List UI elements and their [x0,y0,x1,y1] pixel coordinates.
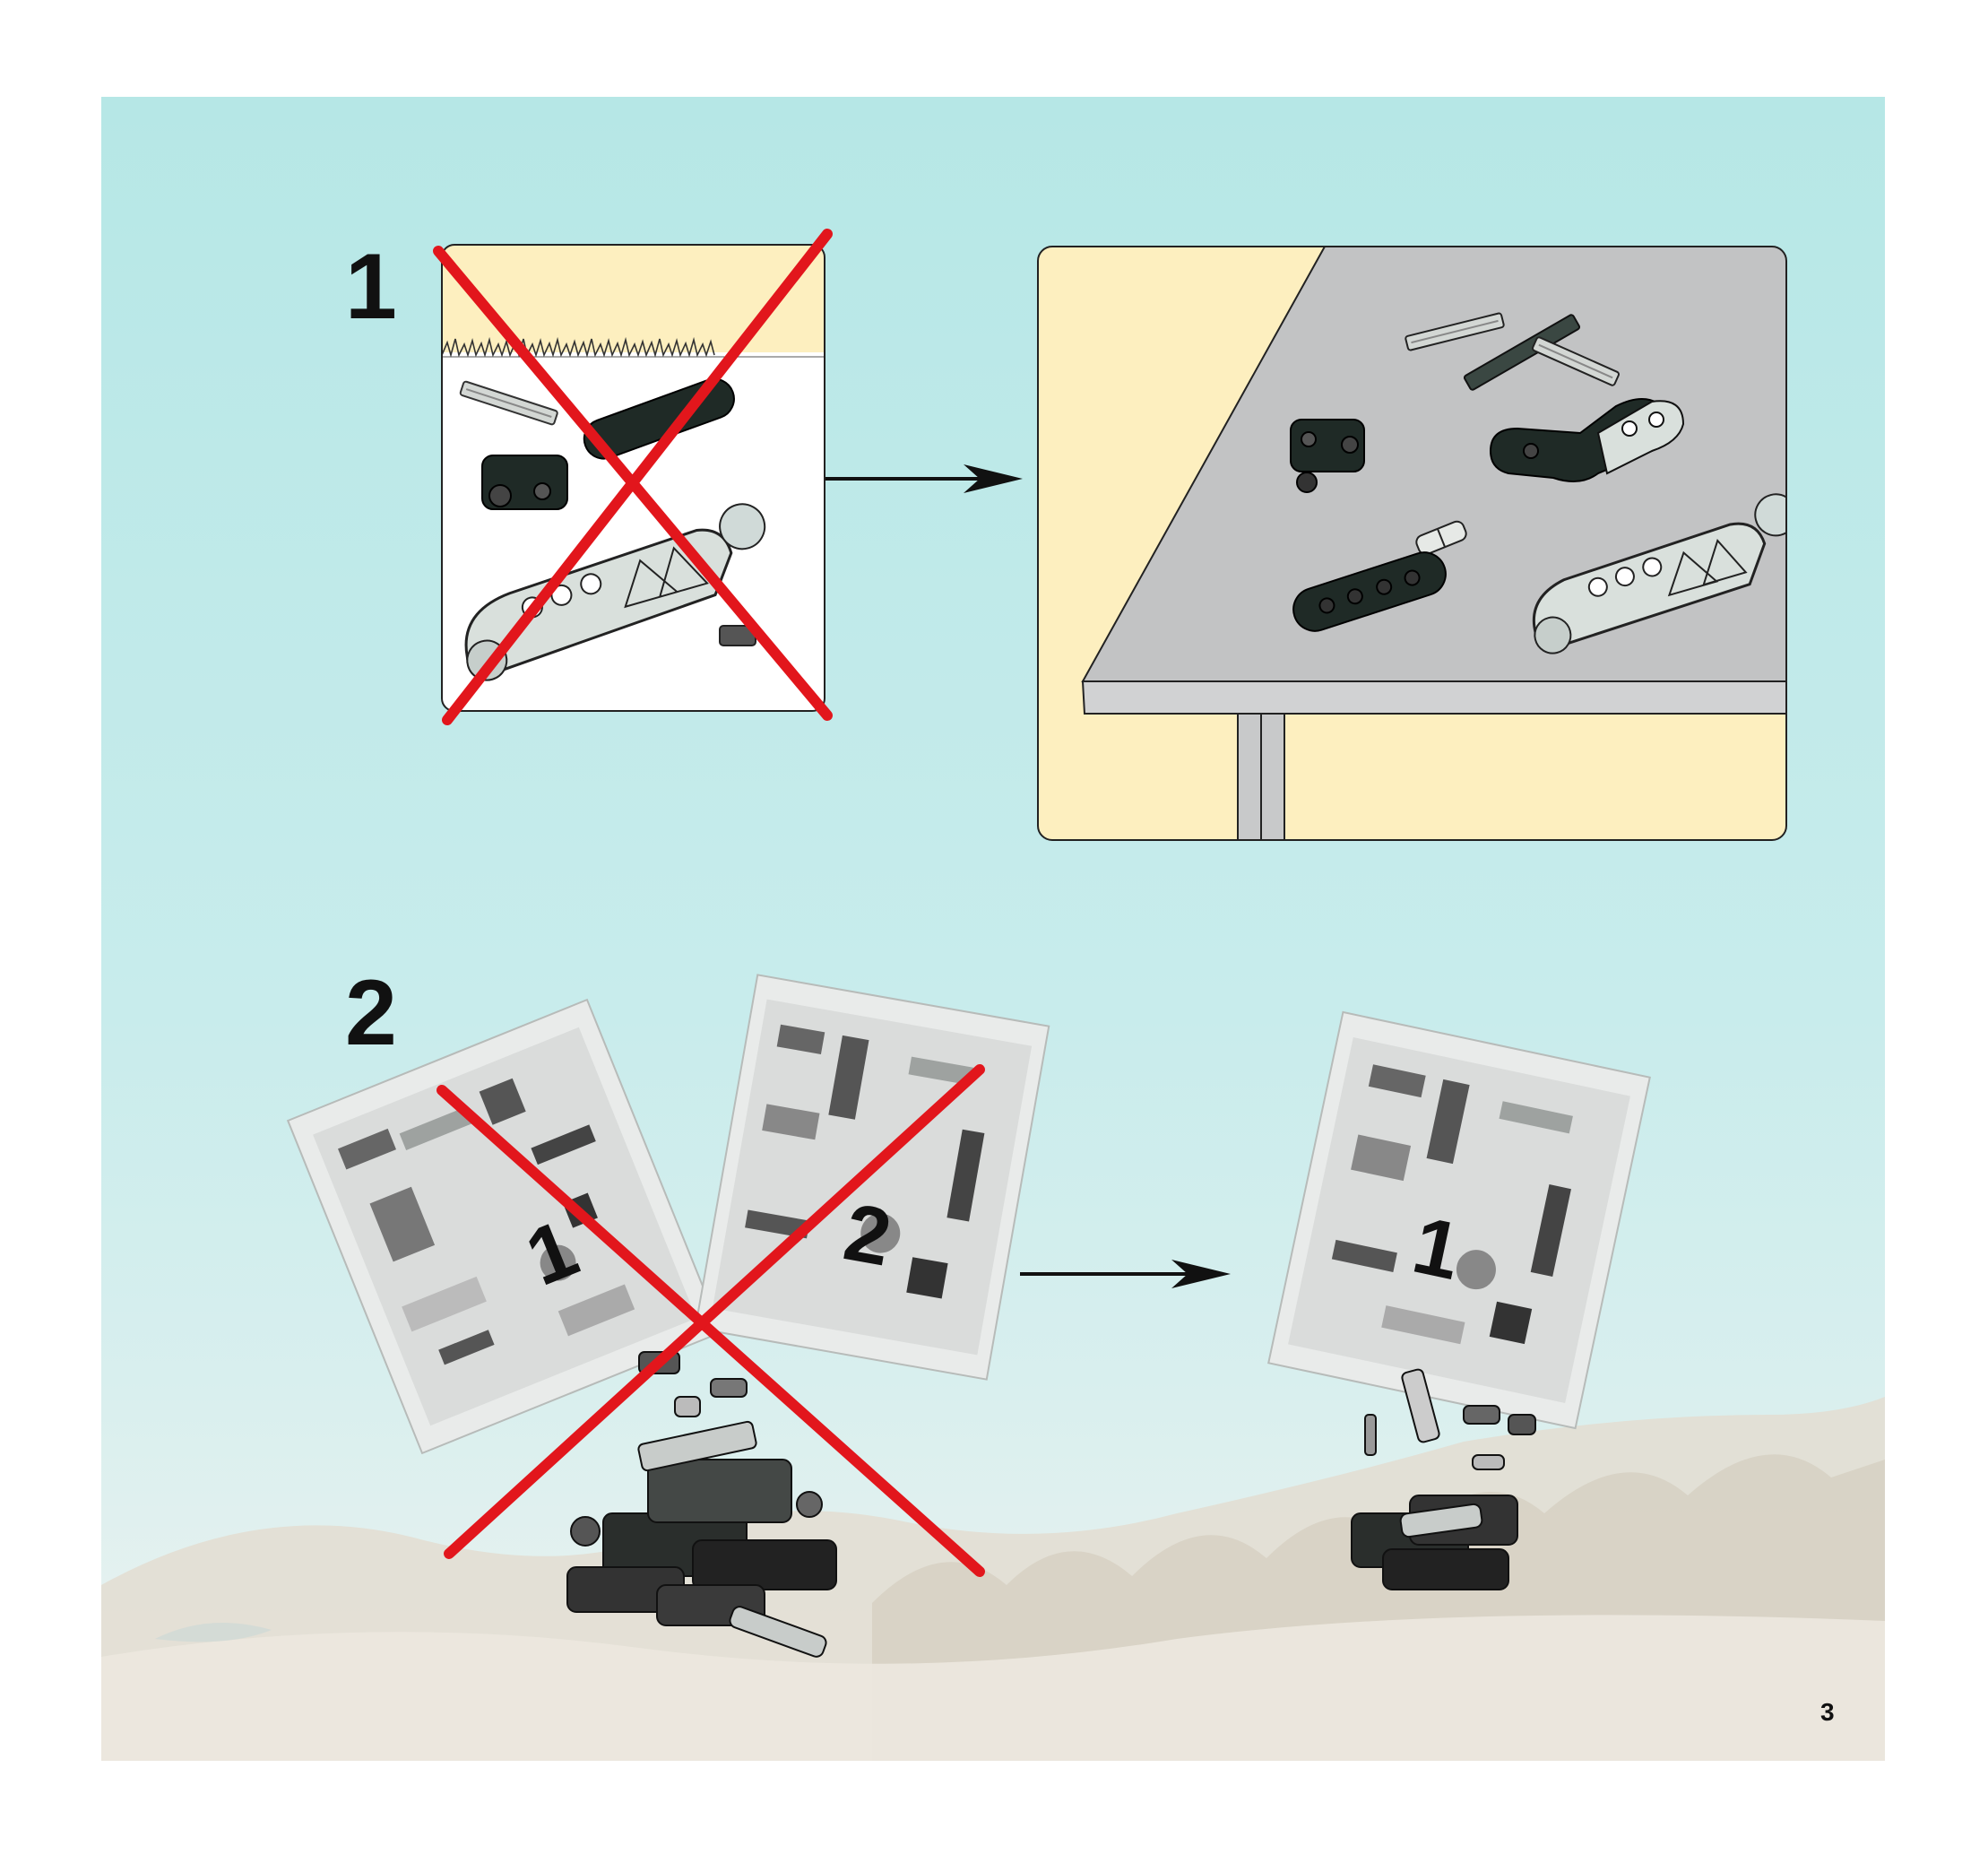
page-number: 3 [1820,1700,1835,1725]
instruction-page: 1 [101,97,1885,1761]
step2-correct-bag [101,97,1885,1761]
